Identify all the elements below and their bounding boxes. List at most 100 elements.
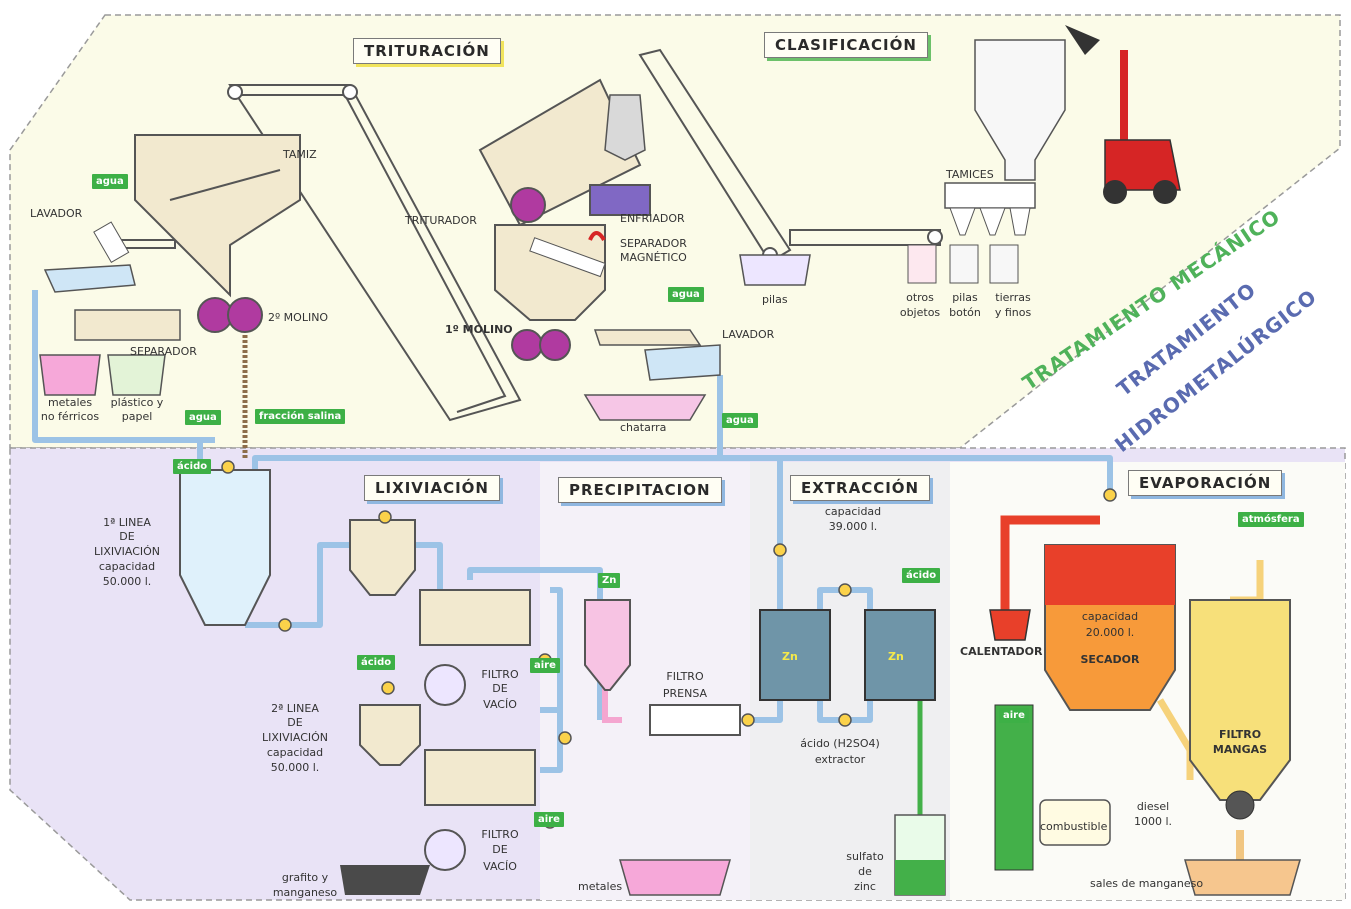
tierras-label-1: tierras [988,291,1038,304]
sulfato-label-3: zinc [835,880,895,893]
reactor-2 [425,750,535,805]
triturador-label: TRITURADOR [405,214,477,227]
section-clasificacion: CLASIFICACIÓN [764,32,928,58]
acido-tag-2: ácido [357,655,395,670]
section-trituracion: TRITURACIÓN [353,38,501,64]
filtro-prensa [650,705,740,735]
filtro-vacio2-label-2: DE [470,843,530,856]
filtro-prensa-label-1: FILTRO [650,670,720,683]
combustible-label: combustible [1040,820,1107,833]
calentador-label: CALENTADOR [960,645,1042,658]
plastico-label-2: papel [106,410,168,423]
molino1-right [540,330,570,360]
aire-column [995,705,1033,870]
metales-bin [40,355,100,395]
separador-label: SEPARADOR [130,345,197,358]
linea2-label-4: capacidad [250,746,340,759]
diesel-label-1: diesel [1128,800,1178,813]
tamiz-label: TAMIZ [283,148,317,161]
filtro-mangas-label-1: FILTRO [1205,728,1275,741]
enfriador-label: ENFRIADOR [620,212,685,225]
atmosfera-tag: atmósfera [1238,512,1304,527]
zn-tag-precipitacion: Zn [598,573,620,588]
acido-h2so4-label-1: ácido (H2SO4) [790,737,890,750]
linea1-label-1: 1ª LINEA [82,516,172,529]
metales-bin-bottom [620,860,730,895]
lavador-right-label: LAVADOR [722,328,774,341]
grafito-bin [340,865,430,895]
metales-nf-label-2: no férricos [33,410,107,423]
agua-tag-top: agua [92,174,128,189]
linea1-label-4: capacidad [82,560,172,573]
sales-label: sales de manganeso [1090,877,1203,890]
aire-tag-1: aire [530,658,560,673]
linea1-label-5: 50.000 l. [82,575,172,588]
sulfato-label-1: sulfato [835,850,895,863]
metales-label: metales [578,880,622,893]
acido-tag-1: ácido [173,459,211,474]
agua-tag-right: agua [668,287,704,302]
linea2-label-3: LIXIVIACIÓN [250,731,340,744]
enfriador [590,185,650,215]
filtro-vacio-2 [425,830,465,870]
extraccion-cap-label-2: 39.000 l. [818,520,888,533]
pilas-bin [740,255,810,285]
zn-extractor1-label: Zn [782,650,798,663]
filtro-vacio2-label-1: FILTRO [470,828,530,841]
linea1-label-3: LIXIVIACIÓN [82,545,172,558]
filtro-mangas-label-2: MANGAS [1205,743,1275,756]
triturador-wheel [511,188,545,222]
section-evaporacion: EVAPORACIÓN [1128,470,1282,496]
linea2-label-2: DE [250,716,340,729]
aire-tag-2: aire [534,812,564,827]
grafito-label-2: manganeso [270,886,340,899]
tamices-label: TAMICES [946,168,994,181]
molino2-right [228,298,262,332]
plastico-label-1: plástico y [106,396,168,409]
agua-tag-right-2: agua [722,413,758,428]
metales-nf-label-1: metales [40,396,100,409]
filtro-vacio1-label-2: DE [470,682,530,695]
acido-h2so4-label-2: extractor [790,753,890,766]
fraccion-salina-tag: fracción salina [255,409,345,424]
calentador [990,610,1030,640]
linea1-tank [180,470,270,625]
section-precipitacion: PRECIPITACION [558,477,722,503]
section-lixiviacion: LIXIVIACIÓN [364,475,500,501]
tierras-label-2: y finos [988,306,1038,319]
linea2-label-1: 2ª LINEA [250,702,340,715]
separador-magnetico-label-1: SEPARADOR [620,237,687,250]
lavador-left-label: LAVADOR [30,207,82,220]
section-extraccion: EXTRACCIÓN [790,475,930,501]
otros-label-1: otros [896,291,944,304]
sulfato-label-2: de [835,865,895,878]
grafito-label-1: grafito y [270,871,340,884]
linea2-label-5: 50.000 l. [250,761,340,774]
filtro-vacio1-label-3: VACÍO [470,698,530,711]
filtro-vacio2-label-3: VACÍO [470,860,530,873]
secador-cap-label-2: 20.000 l. [1070,626,1150,639]
chatarra-label: chatarra [620,421,666,434]
pilas-boton-label-2: botón [944,306,986,319]
pilas-label: pilas [762,293,788,306]
zn-extractor2-label: Zn [888,650,904,663]
linea1-label-2: DE [82,530,172,543]
molino1-label: 1º MOLINO [445,323,513,336]
molino2-left [198,298,232,332]
extraccion-cap-label-1: capacidad [818,505,888,518]
diesel-label-2: 1000 l. [1128,815,1178,828]
molino2-label: 2º MOLINO [268,311,328,324]
filtro-mangas [1190,600,1290,800]
agua-tag-left: agua [185,410,221,425]
reactor-1 [420,590,530,645]
pilas-boton-label-1: pilas [946,291,984,304]
acido-tag-extraccion: ácido [902,568,940,583]
separador-magnetico-label-2: MAGNÉTICO [620,251,687,264]
filtro-prensa-label-2: PRENSA [650,687,720,700]
plastico-bin [108,355,165,395]
otros-label-2: objetos [894,306,946,319]
chatarra-bin [585,395,705,420]
filtro-vacio1-label-1: FILTRO [470,668,530,681]
